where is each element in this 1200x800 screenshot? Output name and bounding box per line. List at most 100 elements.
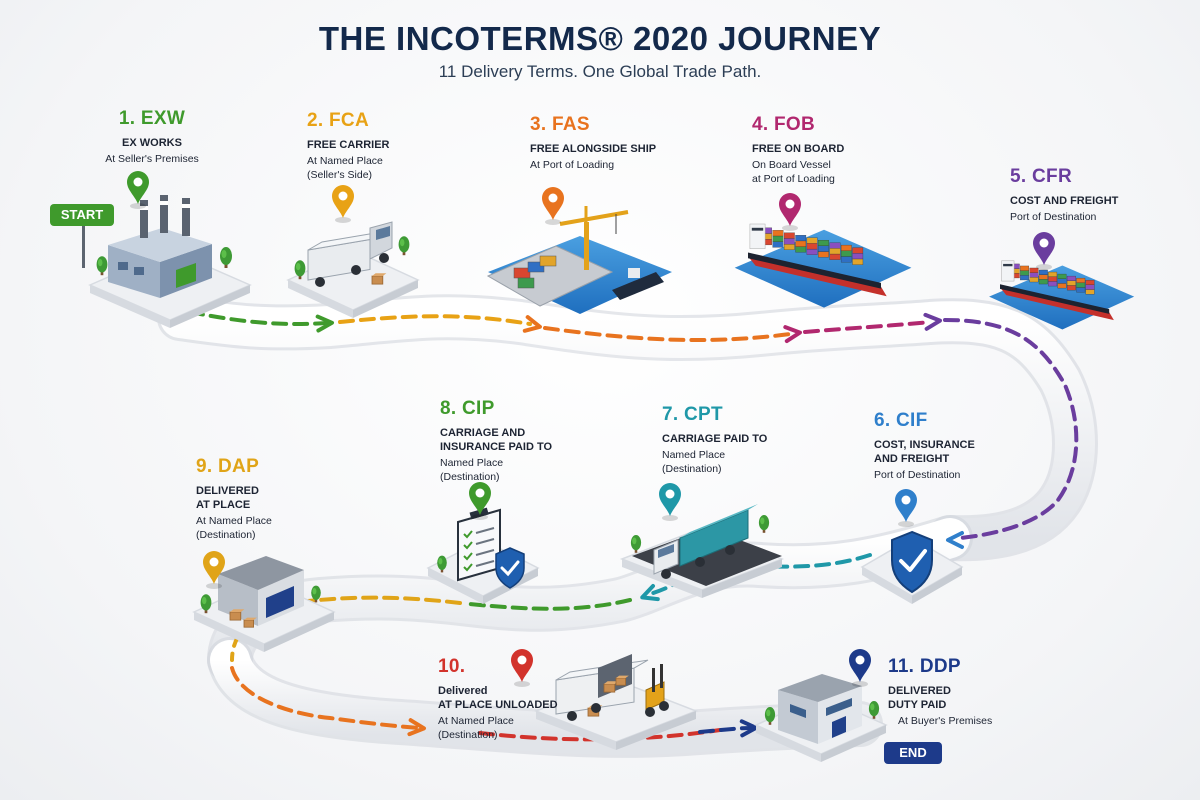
step-code: 6. CIF (874, 410, 928, 431)
pin-body (659, 483, 681, 516)
pin-shadow (782, 225, 798, 231)
check-line (475, 549, 495, 556)
step-name: DUTY PAID (888, 699, 947, 711)
step-name: AT PLACE UNLOADED (438, 699, 558, 711)
check-line (475, 527, 495, 534)
hull (748, 252, 881, 289)
platform-side (616, 711, 696, 750)
step-code: 4. FOB (752, 114, 816, 135)
route-arrow (946, 531, 964, 549)
ship-container (806, 243, 818, 250)
ship-container (840, 250, 852, 257)
road-band (210, 518, 970, 680)
step-name: Delivered (438, 685, 488, 697)
page-title: THE INCOTERMS® 2020 JOURNEY (318, 20, 882, 57)
ship-container (1085, 289, 1095, 295)
cargo-box-icon (615, 675, 629, 686)
forklift-unloading-icon (555, 654, 669, 721)
pin-hole (475, 488, 485, 498)
ship-container (795, 235, 807, 242)
box-face (615, 677, 627, 686)
step-place: At Named Place (196, 515, 272, 527)
wheel (725, 545, 735, 555)
check-mark (463, 530, 473, 539)
sea-water (989, 265, 1135, 330)
box-face (229, 611, 242, 621)
ship-container (1066, 285, 1076, 291)
small-ship (612, 272, 664, 300)
road-layer (157, 294, 1098, 758)
ship-container (1029, 267, 1039, 273)
ship-container (1076, 282, 1086, 288)
step-place: At Named Place (438, 715, 514, 727)
step-name: AND FREIGHT (874, 453, 950, 465)
ship-container (840, 244, 852, 251)
wheel (695, 557, 705, 567)
route-segment-dap-end (230, 666, 422, 730)
route-segment-dpu (478, 728, 722, 742)
hull-stripe (1000, 287, 1114, 321)
route-arrow (522, 315, 542, 333)
page-subtitle: 11 Delivery Terms. One Global Trade Path… (438, 62, 762, 81)
ship-container (1076, 287, 1086, 293)
platform-side (622, 559, 702, 598)
ship-container (829, 242, 841, 249)
step-code: 7. CPT (662, 404, 723, 425)
pin-shadow (1036, 264, 1052, 270)
tree-highlight (97, 259, 103, 267)
pin-body (849, 649, 871, 682)
container (517, 277, 535, 289)
shield-check (500, 560, 520, 577)
window (790, 704, 806, 718)
factory-icon (82, 195, 232, 298)
step-ddp-label: 11. DDP DELIVERED DUTY PAID At Buyer's P… (888, 656, 1018, 728)
chimney-stripe (182, 204, 190, 208)
step-name: FREE ALONGSIDE SHIP (530, 143, 657, 155)
platform-side (264, 612, 334, 652)
crane-tower (584, 222, 589, 270)
check-line (475, 538, 495, 545)
wheel (351, 265, 361, 275)
wheel (591, 703, 601, 713)
check-mark (463, 541, 473, 550)
route-segment-cfr (943, 318, 1079, 540)
tree-icon (868, 700, 880, 719)
map-pin-cip (469, 482, 491, 520)
insurance-checklist-icon (437, 507, 525, 589)
map-pin-dpu (511, 649, 533, 687)
tree-icon (758, 514, 770, 533)
step-cip-label: 8. CIP CARRIAGE AND INSURANCE PAID TO Na… (440, 398, 580, 484)
tree-highlight (438, 558, 443, 565)
platform-side (288, 280, 353, 318)
ship-container (1048, 271, 1058, 277)
loading-door (266, 586, 294, 618)
tree-highlight (312, 588, 317, 595)
port-crane-icon (486, 206, 672, 314)
truck-window (376, 226, 390, 240)
platform-side (862, 567, 912, 604)
insurance-shield-icon (891, 530, 933, 594)
map-pin-cfr (1033, 232, 1055, 270)
box-top (244, 617, 257, 620)
platform-side (536, 711, 616, 750)
truck-icon (294, 221, 410, 287)
tree-icon (311, 585, 321, 603)
step-place: (Destination) (196, 529, 256, 541)
pin-body (542, 187, 564, 220)
wheel (661, 569, 671, 579)
step-code: 5. CFR (1010, 166, 1072, 187)
step-dap-label: 9. DAP DELIVERED AT PLACE At Named Place… (196, 456, 326, 542)
pin-hole (855, 655, 865, 665)
container-ship-icon (734, 223, 912, 308)
step-place: On Board Vessel (752, 159, 831, 171)
route-segment-fca (338, 314, 532, 326)
cargo-box-icon (243, 617, 257, 628)
route-arrow (783, 325, 802, 344)
step-name: COST, INSURANCE (874, 439, 975, 451)
building-wall (778, 690, 818, 744)
window (826, 698, 852, 716)
step-place: Port of Destination (874, 469, 961, 481)
step-name: AT PLACE (196, 499, 251, 511)
tree-highlight (766, 709, 771, 717)
pin-body (127, 171, 149, 204)
